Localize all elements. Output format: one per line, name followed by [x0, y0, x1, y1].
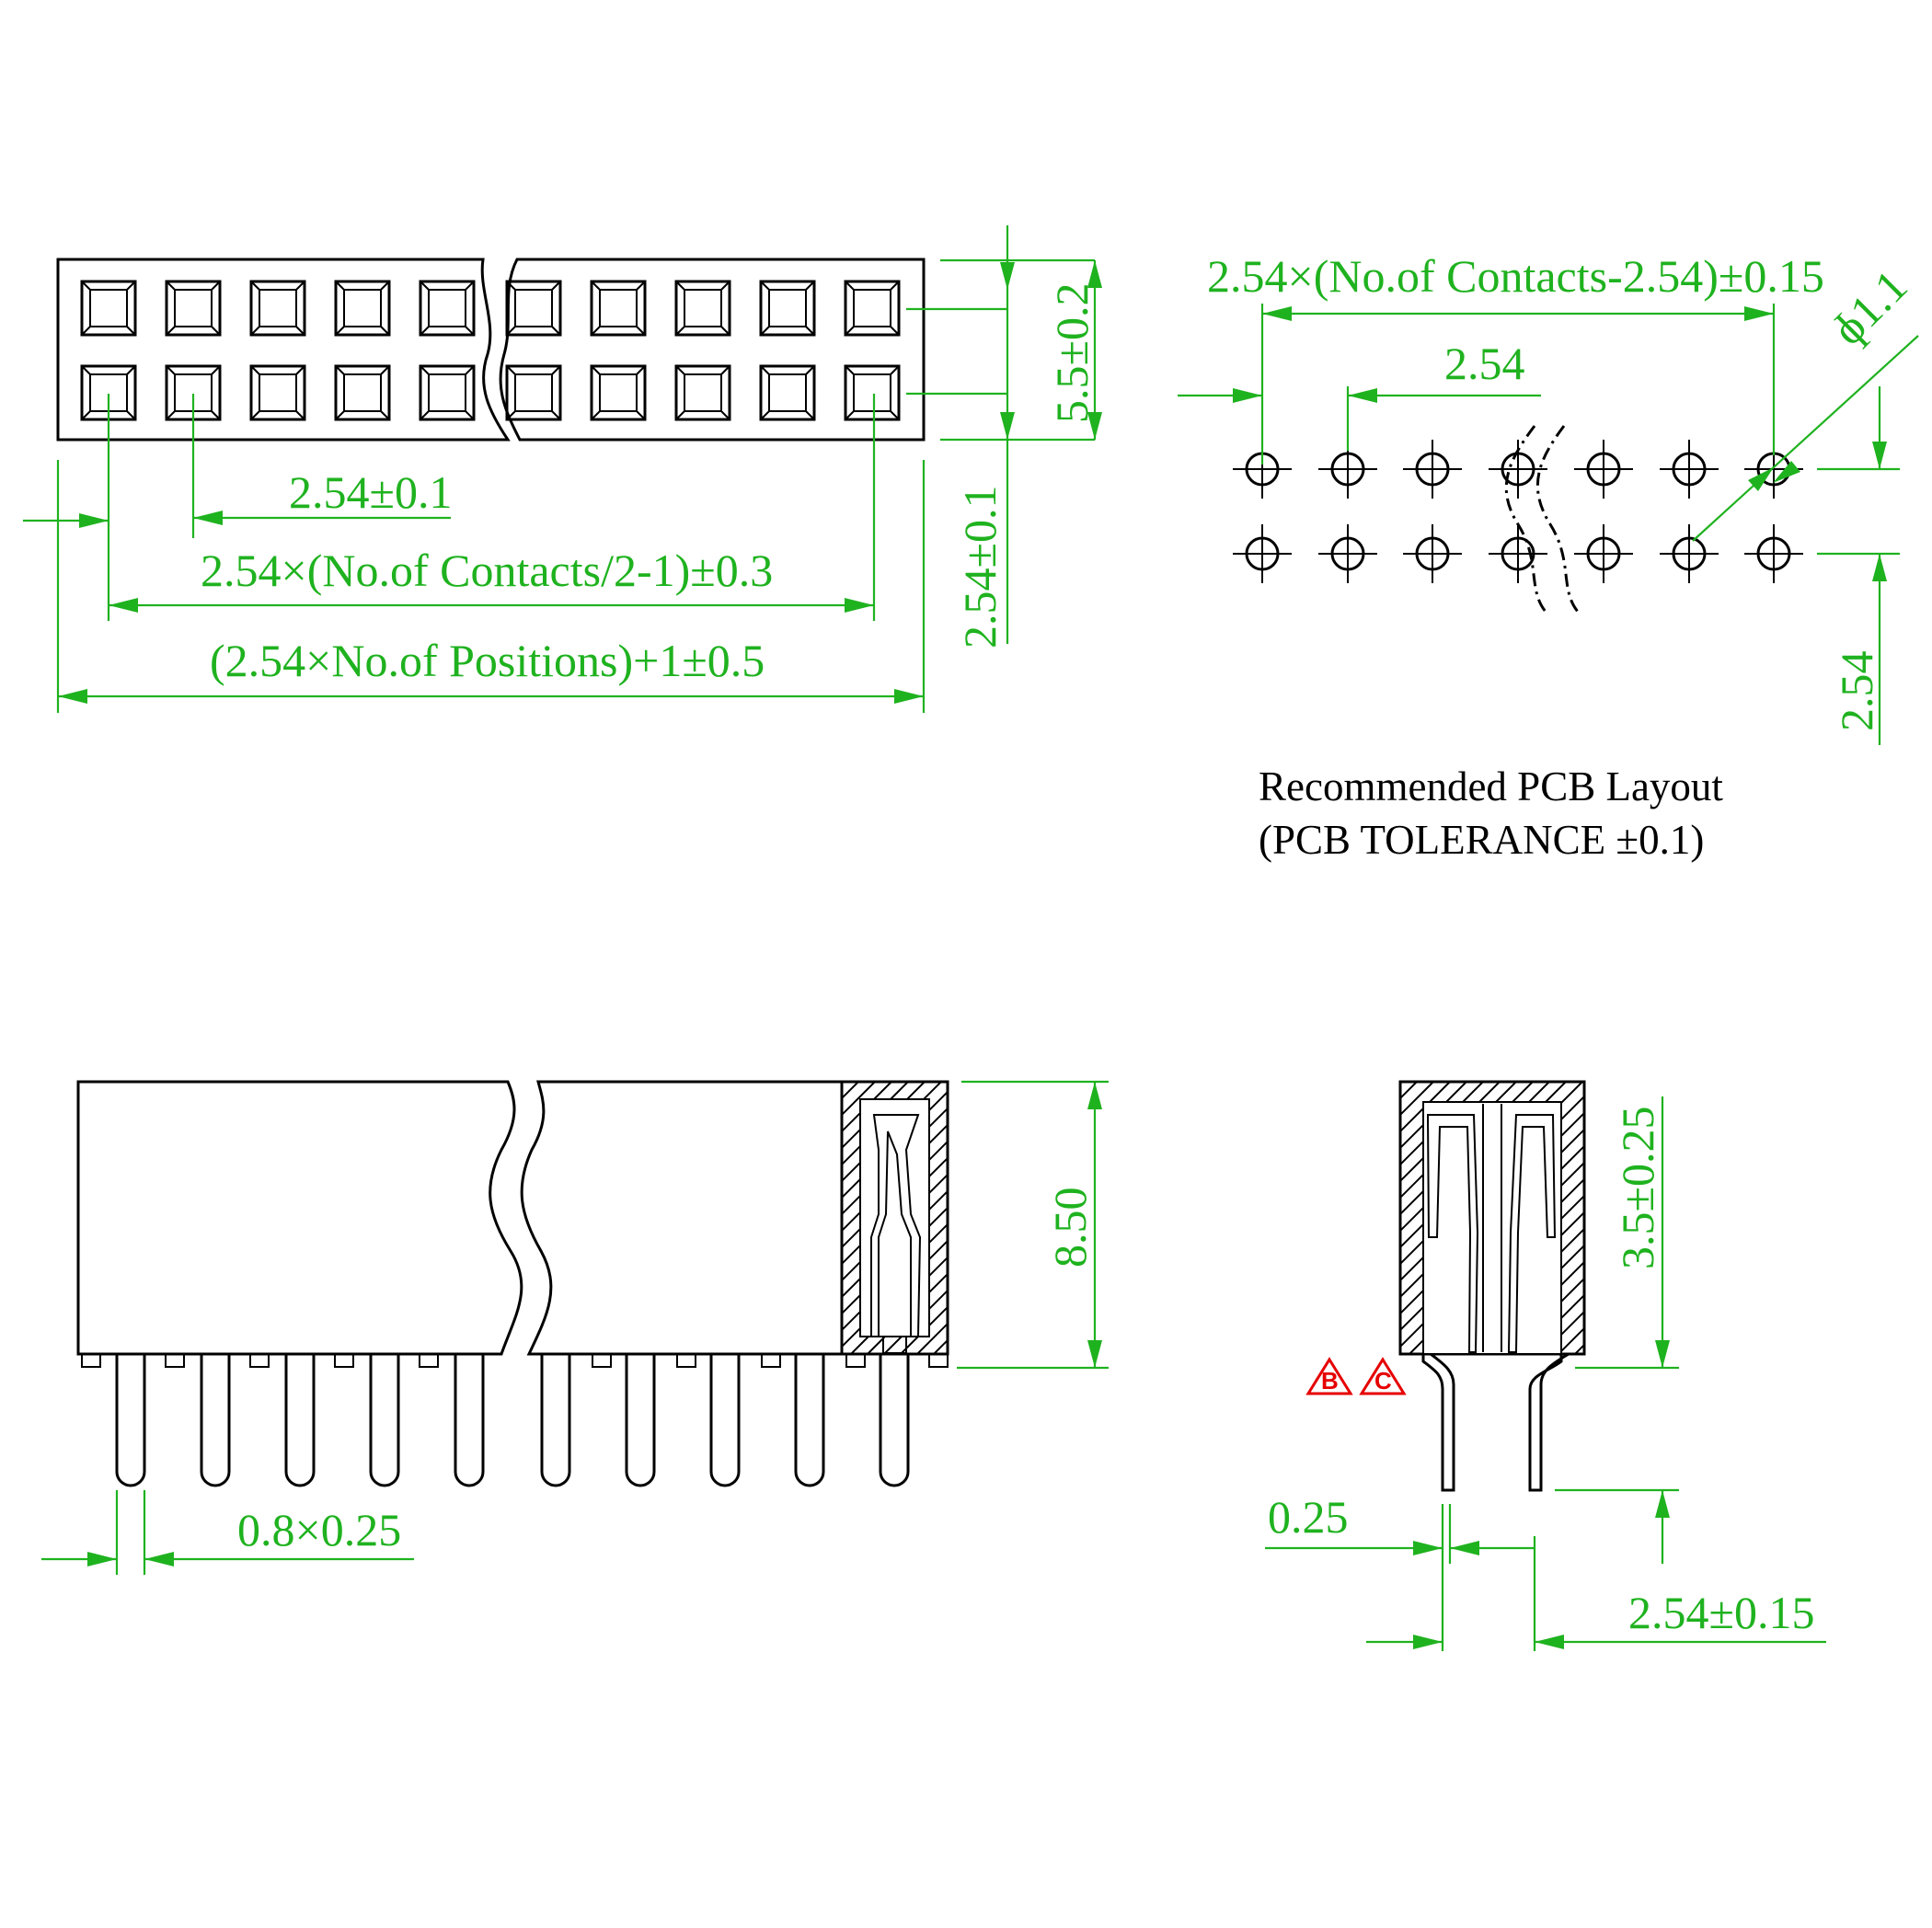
pcb-hole [1744, 524, 1803, 583]
pcb-break-line [1504, 425, 1547, 613]
side-view-pin [284, 1354, 316, 1487]
side-view-pin [794, 1354, 825, 1487]
dim-row-pitch: 2.54±0.1 [954, 486, 1006, 648]
top-view-contact [249, 280, 306, 337]
side-view-pin [369, 1354, 400, 1487]
top-view-contact [590, 280, 647, 337]
dim-body-height: 5.5±0.2 [1046, 283, 1098, 423]
dim-first-to-last: 2.54×(No.of Contacts/2-1)±0.3 [201, 545, 773, 596]
pcb-break-line-2 [1536, 425, 1580, 613]
pcb-hole [1403, 440, 1462, 499]
side-view-standoff [928, 1353, 949, 1368]
top-view-contact [80, 280, 137, 337]
top-view-contact [844, 364, 901, 421]
pcb-caption-line2: (PCB TOLERANCE ±0.1) [1259, 817, 1704, 863]
side-view-pin [879, 1354, 910, 1487]
top-view-contact [674, 364, 731, 421]
top-view-contact [759, 280, 816, 337]
pcb-dim-row-pitch: 2.54 [1831, 651, 1882, 732]
side-view-standoff [165, 1353, 185, 1368]
top-view-contact [419, 280, 476, 337]
top-view-contact [759, 364, 816, 421]
dim-overall-length: (2.54×No.of Positions)+1±0.5 [210, 635, 765, 686]
top-view-contact [590, 364, 647, 421]
end-view [1398, 1080, 1586, 1492]
pcb-hole [1660, 524, 1719, 583]
dim-pin-size: 0.8×0.25 [237, 1504, 401, 1555]
top-view-contact [505, 364, 562, 421]
pcb-caption-line1: Recommended PCB Layout [1259, 763, 1723, 809]
pcb-hole [1403, 524, 1462, 583]
side-view-housing-left [76, 1080, 523, 1356]
top-view-contact [419, 364, 476, 421]
side-view-standoff [419, 1353, 439, 1368]
top-view-contact [334, 364, 391, 421]
side-view-pin [709, 1354, 741, 1487]
pcb-dim-hole-diameter: ɸ1.1 [1822, 259, 1916, 354]
side-view-pin [454, 1354, 485, 1487]
side-view-pins [81, 1353, 949, 1487]
pcb-hole [1489, 524, 1547, 583]
top-view-dimensions: 5.5±0.2 2.54±0.1 2.54±0.1 2.54×(No.of Co… [23, 225, 1102, 713]
dim-pitch: 2.54±0.1 [289, 466, 452, 518]
side-view-dimensions: 8.50 0.8×0.25 [41, 1080, 1109, 1575]
pcb-hole [1233, 524, 1292, 583]
pcb-dimensions: 2.54×(No.of Contacts-2.54)±0.15 2.54 ɸ1.… [1178, 250, 1919, 745]
top-view-contact [334, 280, 391, 337]
side-view-section [840, 1080, 949, 1356]
side-view-standoff [334, 1353, 354, 1368]
end-view-tail-right [1528, 1352, 1570, 1492]
side-view-standoff [592, 1353, 612, 1368]
top-view [56, 258, 926, 442]
revision-mark-c: C [1374, 1367, 1392, 1394]
side-view-pin [115, 1354, 146, 1487]
side-view-housing-right [520, 1080, 949, 1356]
pcb-hole [1574, 440, 1633, 499]
dim-tail-length: 3.5±0.25 [1612, 1107, 1663, 1269]
pcb-dim-pitch: 2.54 [1444, 338, 1525, 389]
dim-row-spacing: 2.54±0.15 [1628, 1587, 1814, 1638]
pcb-holes [1233, 440, 1803, 583]
top-view-contact [674, 280, 731, 337]
side-view-standoff [845, 1353, 866, 1368]
side-view-standoff [81, 1353, 101, 1368]
pcb-hole [1660, 440, 1719, 499]
dim-thickness: 0.25 [1268, 1491, 1349, 1543]
side-view-standoff [676, 1353, 696, 1368]
pcb-dim-span: 2.54×(No.of Contacts-2.54)±0.15 [1207, 250, 1824, 302]
top-view-contact [249, 364, 306, 421]
top-view-housing-right [499, 258, 926, 442]
side-view-standoff [249, 1353, 270, 1368]
pcb-hole [1574, 524, 1633, 583]
dim-height: 8.50 [1044, 1188, 1096, 1268]
revision-marks: B C [1305, 1357, 1407, 1395]
top-view-contact [844, 280, 901, 337]
side-view-pin [200, 1354, 231, 1487]
top-view-break-line [481, 258, 509, 441]
side-view [76, 1080, 949, 1487]
top-view-housing-left [56, 258, 511, 442]
top-view-contact [505, 280, 562, 337]
side-view-pin [540, 1354, 571, 1487]
side-view-standoff [761, 1353, 781, 1368]
revision-mark-b: B [1321, 1367, 1339, 1394]
top-view-contact [165, 280, 222, 337]
side-view-pin [625, 1354, 656, 1487]
revision-mark-b-triangle [1305, 1357, 1353, 1395]
end-view-tail-left [1421, 1352, 1455, 1492]
revision-mark-c-triangle [1359, 1357, 1407, 1395]
top-view-contacts [80, 280, 901, 421]
pcb-hole [1318, 524, 1377, 583]
end-view-dimensions: 3.5±0.25 0.25 2.54±0.15 [1265, 1096, 1826, 1651]
